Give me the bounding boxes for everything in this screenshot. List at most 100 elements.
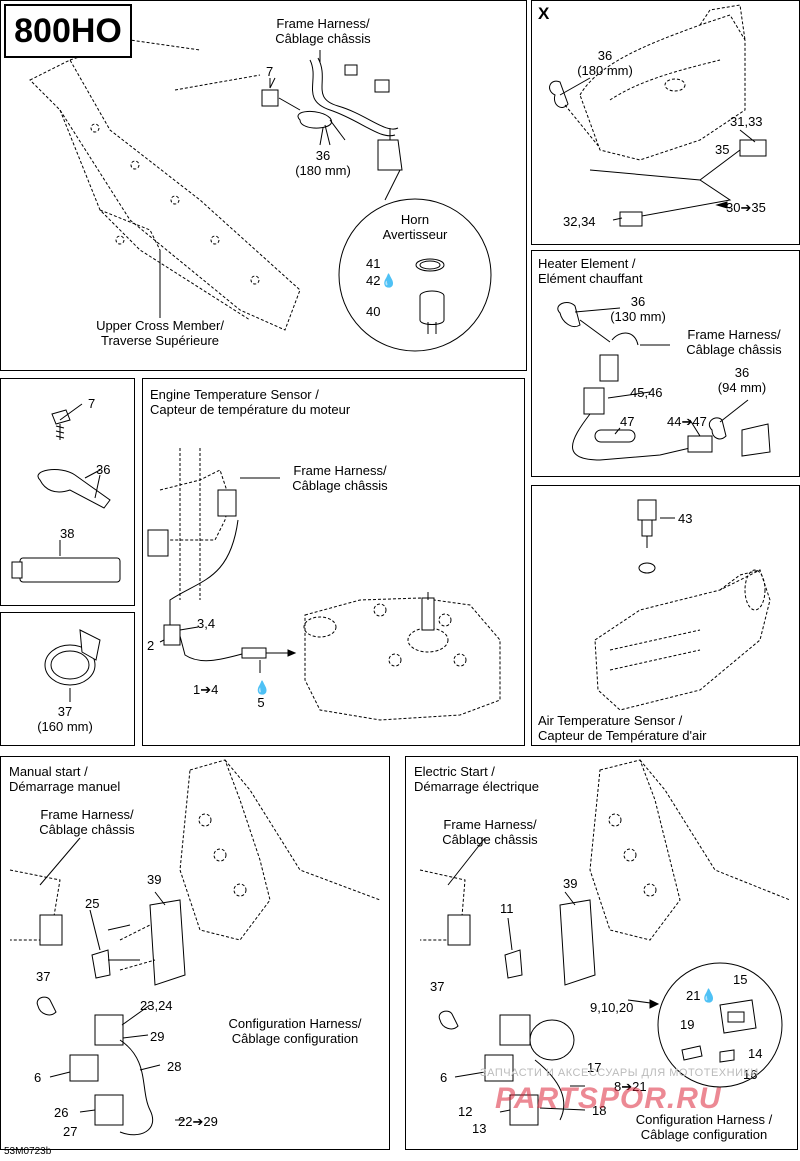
electric-ref-18-label: 18 bbox=[592, 1103, 607, 1118]
heater-ref-36a-length: (130 mm) bbox=[610, 309, 666, 324]
clamp-ref-37-length: (160 mm) bbox=[37, 719, 93, 734]
electric-start-title-fr: Démarrage électrique bbox=[414, 779, 540, 794]
watermark-site: PARTSPOR.RU bbox=[495, 1082, 722, 1115]
electric-frame-harness-label: Frame Harness/ Câblage châssis bbox=[425, 817, 555, 847]
electric-ref-14-label: 14 bbox=[748, 1046, 763, 1061]
horn-title: Horn Avertisseur bbox=[355, 212, 475, 242]
electric-ref-39-label: 39 bbox=[563, 876, 578, 891]
engine-sensor-title: Engine Temperature Sensor / Capteur de t… bbox=[150, 387, 350, 417]
manual-frame-harness-label: Frame Harness/ Câblage châssis bbox=[22, 807, 152, 837]
oil-drop-icon-21: 💧 bbox=[700, 988, 717, 1003]
ref-40-label: 40 bbox=[366, 304, 381, 319]
fuel-ref-36-label: 36 (180 mm) bbox=[565, 48, 645, 78]
electric-ref-9-10-20-label: 9,10,20 bbox=[590, 1000, 634, 1015]
fuel-ref-36-length: (180 mm) bbox=[577, 63, 633, 78]
manual-ref-6-label: 6 bbox=[34, 1070, 42, 1085]
manual-ref-27-label: 27 bbox=[63, 1124, 78, 1139]
heater-ref-36b-length: (94 mm) bbox=[717, 380, 767, 395]
air-temp-sensor-drawing bbox=[594, 499, 771, 711]
cross-member-label-fr: Traverse Supérieure bbox=[100, 333, 219, 348]
heater-frame-harness-fr: Câblage châssis bbox=[686, 342, 782, 357]
manual-ref-28-label: 28 bbox=[167, 1059, 182, 1074]
ref-44-47-label: 44➔47 bbox=[667, 414, 707, 429]
electric-ref-15-label: 15 bbox=[733, 972, 748, 987]
engine-sensor-title-fr: Capteur de température du moteur bbox=[150, 402, 351, 417]
watermark-tagline: ЗАПЧАСТИ И АКСЕССУАРЫ ДЛЯ МОТОТЕХНИКИ bbox=[480, 1067, 759, 1079]
electric-ref-6-label: 6 bbox=[440, 1070, 448, 1085]
electric-start-title: Electric Start / Démarrage électrique bbox=[414, 764, 539, 794]
manual-frame-harness-fr: Câblage châssis bbox=[39, 822, 135, 837]
heater-ref-36b-label: 36 (94 mm) bbox=[712, 365, 772, 395]
electric-start-panel bbox=[405, 756, 798, 1150]
electric-ref-21-label: 21💧 bbox=[686, 988, 717, 1003]
manual-start-drawing bbox=[9, 759, 381, 1136]
upper-cross-member-drawing bbox=[29, 39, 301, 331]
oil-drop-icon: 💧 bbox=[380, 273, 397, 288]
manual-start-title-en: Manual start / bbox=[9, 764, 88, 779]
ref-43-label: 43 bbox=[678, 511, 693, 526]
air-sensor-title-en: Air Temperature Sensor / bbox=[538, 713, 683, 728]
manual-frame-harness-en: Frame Harness/ bbox=[40, 807, 134, 822]
electric-frame-harness-fr: Câblage châssis bbox=[442, 832, 538, 847]
frame-harness-label: Frame Harness/ Câblage châssis bbox=[258, 16, 388, 46]
frame-harness-top-drawing bbox=[261, 50, 403, 171]
fuel-tank-drawing bbox=[549, 4, 767, 227]
manual-config-harness-fr: Câblage configuration bbox=[231, 1031, 359, 1046]
oil-drop-icon-5: 💧 bbox=[254, 680, 271, 695]
electric-config-harness-fr: Câblage configuration bbox=[640, 1127, 768, 1142]
heater-frame-harness-en: Frame Harness/ bbox=[687, 327, 781, 342]
electric-ref-12-label: 12 bbox=[458, 1104, 473, 1119]
electric-ref-13-label: 13 bbox=[472, 1121, 487, 1136]
horn-detail-drawing bbox=[338, 169, 492, 352]
engine-frame-harness-en: Frame Harness/ bbox=[293, 463, 387, 478]
heater-ref-36b-number: 36 bbox=[734, 365, 750, 380]
ref-7-label: 7 bbox=[266, 64, 274, 79]
cross-member-label-en: Upper Cross Member/ bbox=[96, 318, 224, 333]
electric-ref-21-number: 21 bbox=[686, 988, 701, 1003]
manual-config-harness-en: Configuration Harness/ bbox=[228, 1016, 362, 1031]
manual-ref-23-24-label: 23,24 bbox=[140, 998, 173, 1013]
panel-x-letter: X bbox=[538, 4, 550, 23]
ref-30-35-label: 30➔35 bbox=[726, 200, 766, 215]
manual-start-title: Manual start / Démarrage manuel bbox=[9, 764, 120, 794]
electric-ref-16-label: 16 bbox=[743, 1067, 758, 1082]
ref-42-label: 42💧 bbox=[366, 273, 397, 288]
electric-ref-17-label: 17 bbox=[587, 1060, 602, 1075]
ref-5-number: 5 bbox=[257, 695, 265, 710]
ref-36-label: 36 (180 mm) bbox=[283, 148, 363, 178]
ref-32-34-label: 32,34 bbox=[563, 214, 596, 229]
horn-title-fr: Avertisseur bbox=[382, 227, 448, 242]
manual-start-panel bbox=[0, 756, 390, 1150]
electric-config-harness-label: Configuration Harness / Câblage configur… bbox=[615, 1112, 793, 1142]
ref-47-label: 47 bbox=[620, 414, 635, 429]
parts-ref-38-label: 38 bbox=[60, 526, 75, 541]
electric-ref-37-label: 37 bbox=[430, 979, 445, 994]
ref-1-4-label: 1➔4 bbox=[193, 682, 219, 697]
ref-45-46-label: 45,46 bbox=[630, 385, 663, 400]
parts-ref-7-label: 7 bbox=[88, 396, 96, 411]
model-title: 800HO bbox=[4, 4, 132, 58]
ref-42-number: 42 bbox=[366, 273, 381, 288]
leader-lines bbox=[39, 77, 756, 1113]
frame-harness-label-en: Frame Harness/ bbox=[276, 16, 370, 31]
clamp-ref-37-number: 37 bbox=[57, 704, 73, 719]
parts-ref-36-label: 36 bbox=[96, 462, 111, 477]
ref-31-33-label: 31,33 bbox=[730, 114, 763, 129]
horn-title-en: Horn bbox=[400, 212, 430, 227]
manual-ref-37-label: 37 bbox=[36, 969, 51, 984]
manual-ref-29-label: 29 bbox=[150, 1029, 165, 1044]
electric-config-harness-en: Configuration Harness / bbox=[635, 1112, 773, 1127]
drawing-code: 53M0723b bbox=[4, 1146, 52, 1157]
air-temp-sensor-panel bbox=[531, 485, 800, 746]
frame-harness-label-fr: Câblage châssis bbox=[275, 31, 371, 46]
ref-36-number: 36 bbox=[315, 148, 331, 163]
engine-temp-sensor-panel bbox=[142, 378, 525, 746]
heater-element-drawing bbox=[557, 302, 771, 461]
electric-start-title-en: Electric Start / bbox=[414, 764, 495, 779]
manual-ref-25-label: 25 bbox=[85, 896, 100, 911]
ref-3-4-label: 3,4 bbox=[197, 616, 216, 631]
clamp-ref-37-label: 37 (160 mm) bbox=[20, 704, 110, 734]
air-sensor-title: Air Temperature Sensor / Capteur de Temp… bbox=[538, 713, 706, 743]
